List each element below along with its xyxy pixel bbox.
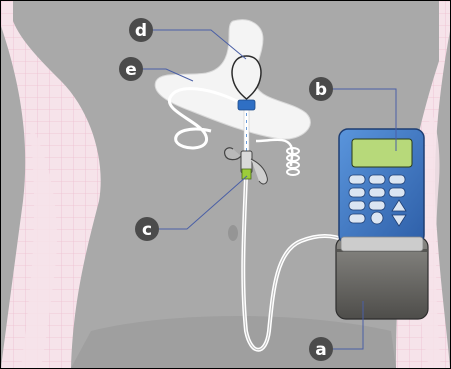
callout-a: a xyxy=(309,337,333,361)
callout-e: e xyxy=(119,57,143,81)
callout-label-e: e xyxy=(125,60,137,80)
callout-label-d: d xyxy=(135,21,147,41)
pump-device xyxy=(339,129,424,251)
callout-d: d xyxy=(129,18,153,42)
pump-screen xyxy=(352,139,412,167)
callout-label-a: a xyxy=(315,340,326,360)
callout-b: b xyxy=(309,77,333,101)
callout-label-b: b xyxy=(315,80,327,100)
bolster xyxy=(238,100,255,110)
callout-label-c: c xyxy=(142,220,152,240)
callout-c: c xyxy=(135,217,159,241)
